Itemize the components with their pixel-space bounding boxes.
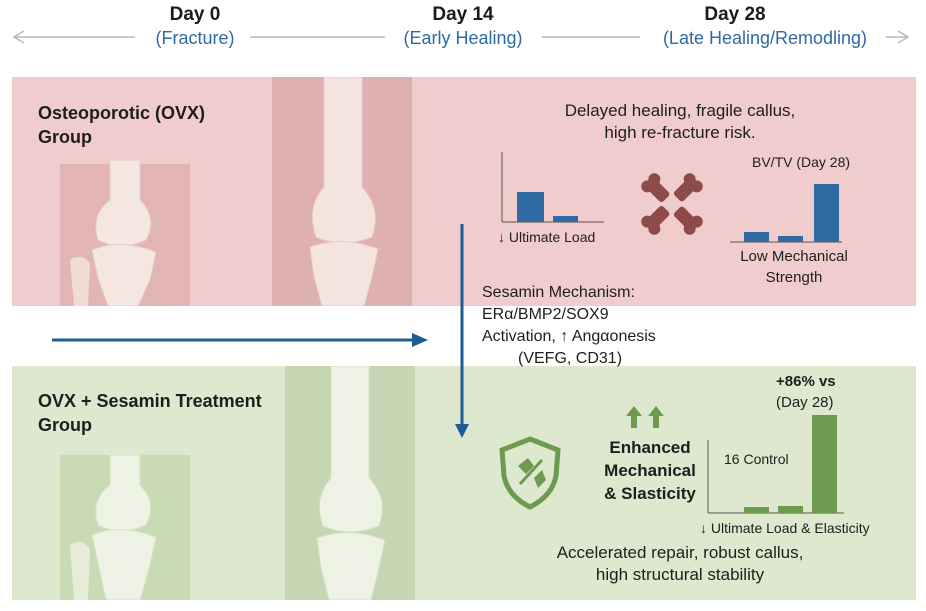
ovx-summary-line2: high re-fracture risk.: [604, 123, 756, 142]
vertical-arrow-head: [455, 424, 469, 438]
enhanced-line2: Mechanical: [604, 461, 696, 480]
bvtv-bar-2: [778, 236, 803, 242]
percent-line2: (Day 28): [776, 394, 834, 411]
day0-subtitle: (Fracture): [155, 28, 235, 48]
timeline-axis: [12, 30, 910, 44]
day28-title: Day 28: [704, 4, 766, 25]
mechanism-line1: Sesamin Mechanism:: [482, 284, 635, 301]
ovx-load-bar-1: [517, 192, 544, 222]
mechanism-line2: ERα/BMP2/SOX9: [482, 306, 609, 323]
treated-group-title: OVX + Sesamin Treatment Group: [38, 389, 338, 437]
low-strength-line2: Strength: [765, 269, 823, 286]
day0-title: Day 0: [169, 4, 221, 25]
ovx-knee-illustration-day14: [272, 77, 412, 306]
ovx-summary: Delayed healing, fragile callus, high re…: [520, 100, 840, 144]
treated-title-line1: OVX + Sesamin Treatment: [38, 391, 262, 411]
treated-knee-illustration-day14: [285, 366, 415, 600]
ovx-summary-line1: Delayed healing, fragile callus,: [564, 101, 796, 120]
bvtv-label: BV/TV (Day 28): [752, 154, 851, 170]
treated-ultimate-label: ↓ Ultimate Load & Elasticity: [700, 520, 870, 536]
ovx-knee-illustration-day0: [60, 160, 190, 306]
ovx-group-title: Osteoporotic (OVX) Group: [38, 101, 278, 149]
mechanism-line3: Activation, ↑ Angαonesis: [482, 328, 656, 345]
treated-bar-1: [744, 507, 769, 513]
treated-title-line2: Group: [38, 415, 92, 435]
mechanism-line4: (VEFG, CD31): [518, 350, 623, 367]
low-strength-label: Low Mechanical Strength: [722, 246, 866, 288]
double-up-arrow-icon: [626, 406, 664, 428]
ovx-title-line1: Osteoporotic (OVX): [38, 103, 206, 123]
enhanced-line3: & Slasticity: [604, 484, 696, 503]
treated-ultimate-load-chart: [707, 415, 844, 514]
treated-summary: Accelerated repair, robust callus, high …: [520, 542, 840, 586]
enhanced-line1: Enhanced: [609, 438, 691, 457]
percent-label: +86% vs (Day 28): [776, 371, 886, 413]
enhanced-label: Enhanced Mechanical & Slasticity: [594, 436, 706, 505]
broken-bone-icon: [641, 173, 703, 235]
ovx-ultimate-load-label: ↓ Ultimate Load: [498, 229, 596, 245]
treated-bar-3: [812, 415, 837, 513]
day14-title: Day 14: [432, 4, 494, 25]
treated-summary-line1: Accelerated repair, robust callus,: [556, 543, 804, 562]
treated-knee-illustration-day0: [60, 455, 190, 600]
mechanism-text: Sesamin Mechanism: ERα/BMP2/SOX9 Activat…: [482, 282, 692, 370]
bvtv-bar-1: [744, 232, 769, 242]
treated-summary-line2: high structural stability: [595, 565, 765, 584]
bvtv-bar-3: [814, 184, 839, 242]
shield-icon: [499, 436, 561, 510]
ovx-title-line2: Group: [38, 127, 92, 147]
day28-subtitle: (Late Healing/Remodling): [662, 28, 868, 48]
ovx-load-bar-2: [553, 216, 578, 222]
low-strength-line1: Low Mechanical: [740, 248, 848, 265]
day14-subtitle: (Early Healing): [403, 28, 523, 48]
treated-bar-2: [778, 506, 803, 513]
bvtv-chart: [730, 184, 842, 243]
horizontal-arrow-head: [412, 333, 428, 347]
ovx-ultimate-load-chart: [501, 152, 604, 223]
percent-line1: +86% vs: [776, 373, 836, 390]
control-label: 16 Control: [724, 451, 789, 467]
